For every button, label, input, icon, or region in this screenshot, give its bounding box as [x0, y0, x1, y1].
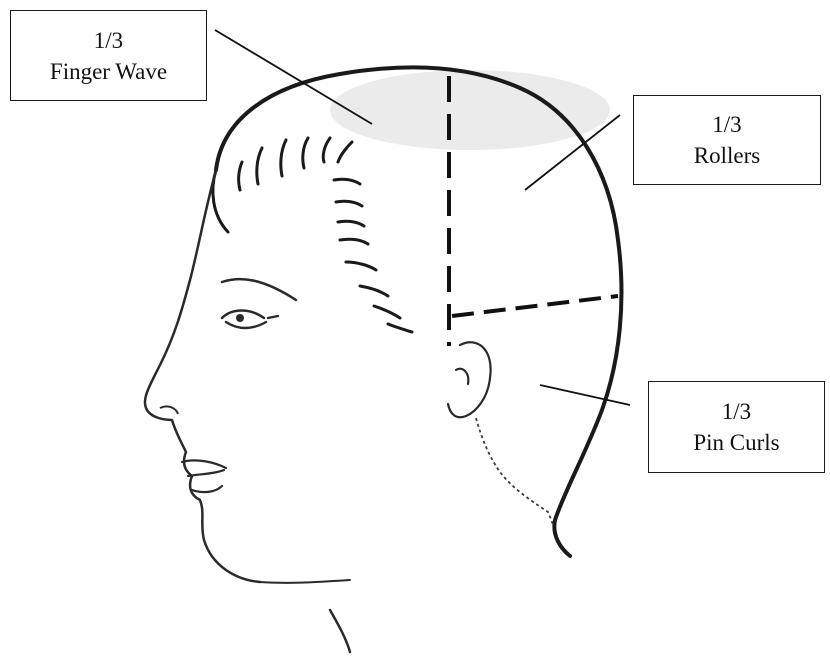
jaw-line — [260, 580, 350, 583]
pin-curls-name: Pin Curls — [693, 427, 779, 458]
eyebrow — [222, 279, 296, 300]
finger-wave-strokes — [239, 138, 412, 332]
rollers-label-box: 1/3 Rollers — [633, 95, 821, 185]
rollers-fraction: 1/3 — [712, 109, 741, 140]
finger-wave-fraction: 1/3 — [94, 25, 123, 56]
neck-front — [330, 610, 350, 652]
hairline-curl — [213, 170, 228, 232]
pin-curls-label-box: 1/3 Pin Curls — [648, 381, 825, 473]
pin-curls-fraction: 1/3 — [722, 396, 751, 427]
eye-pupil — [236, 314, 244, 322]
nostril — [160, 406, 178, 414]
eye — [222, 311, 278, 329]
pin-curls-leader-line — [540, 385, 630, 405]
finger-wave-leader-line — [215, 30, 372, 124]
horizontal-section-line — [452, 296, 618, 316]
lips — [182, 460, 226, 492]
finger-wave-name: Finger Wave — [50, 56, 167, 87]
ear — [448, 342, 491, 417]
neck-back-dotted — [476, 418, 555, 523]
rollers-name: Rollers — [694, 140, 760, 171]
face-profile — [145, 170, 260, 582]
finger-wave-label-box: 1/3 Finger Wave — [10, 10, 207, 101]
crown-shading — [330, 70, 610, 150]
